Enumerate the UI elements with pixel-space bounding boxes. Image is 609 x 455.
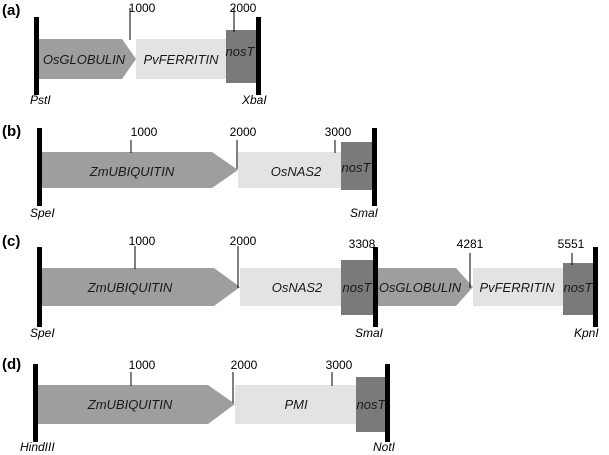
tick-label: 2000	[230, 234, 257, 248]
segment-label: nosT	[343, 280, 373, 295]
panel-b: (b) ZmUBIQUITIN OsNAS2 nosT 1000 2000 30…	[2, 123, 379, 220]
restriction-site-bar	[37, 128, 42, 206]
restriction-site-bar	[34, 17, 39, 95]
restriction-site-bar	[373, 247, 378, 327]
tick-label: 2000	[231, 358, 258, 372]
restriction-site-label: SmaI	[355, 326, 384, 340]
restriction-site-label: SmaI	[350, 206, 379, 220]
tick-label: 4281	[457, 237, 484, 251]
segment-label: nosT	[357, 397, 387, 412]
segment-label: ZmUBIQUITIN	[87, 280, 173, 295]
panel-label: (b)	[2, 123, 21, 140]
terminator-box	[226, 30, 258, 83]
restriction-site-bar	[385, 364, 390, 442]
segment-label: OsNAS2	[271, 164, 322, 179]
restriction-site-label: XbaI	[241, 93, 267, 107]
promoter-arrow	[40, 152, 238, 188]
tick-label: 1000	[131, 125, 158, 139]
restriction-site-label: HindIII	[20, 440, 55, 454]
segment-label: OsNAS2	[272, 280, 323, 295]
panel-c: (c) ZmUBIQUITIN OsNAS2 nosT OsGLOBULIN P…	[2, 233, 599, 340]
segment-label: PvFERRITIN	[143, 52, 219, 67]
restriction-site-bar	[372, 128, 377, 206]
restriction-site-label: PstI	[30, 93, 51, 107]
tick-label: 2000	[230, 1, 257, 15]
tick-label: 1000	[129, 358, 156, 372]
restriction-site-label: SpeI	[30, 206, 55, 220]
gene-box	[473, 268, 563, 306]
gene-box	[240, 268, 341, 306]
segment-label: nosT	[226, 44, 256, 59]
panel-a: (a) OsGLOBULIN PvFERRITIN nosT 1000 2000…	[2, 1, 267, 107]
tick-label: 3000	[325, 125, 352, 139]
gene-box	[235, 385, 356, 424]
segment-label: PvFERRITIN	[479, 280, 555, 295]
gene-box	[238, 152, 341, 188]
tick-label: 5551	[558, 237, 585, 251]
segment-label: ZmUBIQUITIN	[89, 164, 175, 179]
segment-label: OsGLOBULIN	[43, 52, 126, 67]
promoter-arrow	[36, 385, 235, 424]
panel-label: (a)	[2, 2, 20, 19]
segment-label: OsGLOBULIN	[379, 280, 462, 295]
tick-label: 2000	[230, 125, 257, 139]
promoter-arrow	[36, 39, 136, 79]
panel-label: (d)	[2, 356, 21, 373]
restriction-site-bar	[256, 17, 261, 95]
promoter-arrow	[40, 268, 240, 306]
panel-d: (d) ZmUBIQUITIN PMI nosT 1000 2000 3000 …	[2, 356, 396, 454]
gene-box	[136, 39, 226, 79]
terminator-box	[341, 260, 374, 315]
terminator-box	[356, 377, 387, 432]
restriction-site-bar	[593, 247, 598, 327]
segment-label: nosT	[342, 160, 372, 175]
terminator-box	[341, 142, 374, 190]
restriction-site-bar	[37, 247, 42, 327]
restriction-site-label: NotI	[373, 440, 396, 454]
restriction-site-label: KpnI	[574, 326, 599, 340]
segment-label: nosT	[564, 280, 594, 295]
terminator-box	[563, 263, 595, 315]
panel-label: (c)	[2, 233, 20, 250]
tick-label: 1000	[129, 234, 156, 248]
restriction-site-label: SpeI	[30, 326, 55, 340]
tick-label: 1000	[129, 1, 156, 15]
promoter-arrow	[376, 268, 473, 306]
restriction-site-bar	[33, 364, 38, 442]
tick-label: 3000	[326, 358, 353, 372]
segment-label: PMI	[284, 397, 308, 412]
tick-label: 3308	[349, 237, 376, 251]
segment-label: ZmUBIQUITIN	[87, 397, 173, 412]
